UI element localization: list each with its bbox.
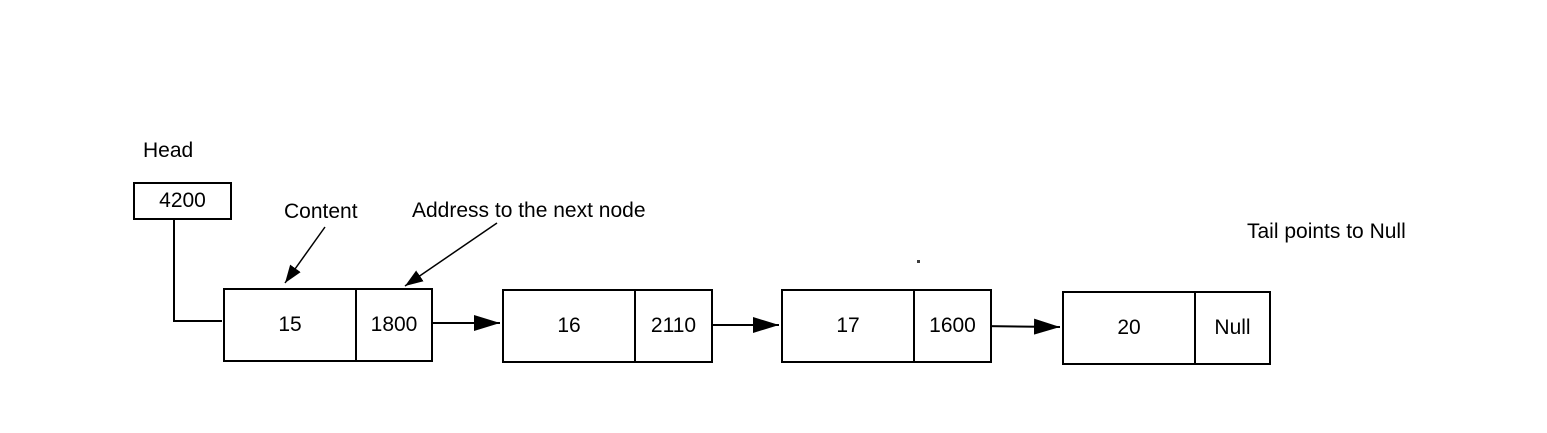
node-3: 17 1600 — [781, 289, 992, 363]
tail-points-to-null-label: Tail points to Null — [1247, 220, 1406, 243]
node-2: 16 2110 — [502, 289, 713, 363]
node-1-next-cell: 1800 — [370, 313, 418, 336]
head-address-value: 4200 — [159, 189, 206, 212]
node-4-content-cell: 20 — [1064, 293, 1196, 363]
content-label: Content — [284, 200, 358, 223]
node-3-content-cell: 17 — [783, 291, 915, 361]
address-pointer-arrow — [404, 222, 498, 287]
stray-dot-artifact — [917, 260, 920, 263]
head-address-box: 4200 — [133, 182, 232, 220]
node-2-next-cell: 2110 — [650, 314, 697, 337]
head-label: Head — [143, 139, 194, 162]
node-3-next-cell: 1600 — [929, 314, 976, 337]
node-4: 20 Null — [1062, 291, 1271, 365]
node-2-content-cell: 16 — [504, 291, 636, 361]
head-connector-line — [173, 220, 222, 322]
content-pointer-arrow — [284, 226, 326, 284]
next-pointer-arrow-3 — [979, 318, 1061, 335]
node-1: 15 1800 — [223, 288, 433, 362]
node-4-next-cell: Null — [1214, 316, 1251, 339]
node-1-content-cell: 15 — [225, 290, 357, 360]
address-next-node-label: Address to the next node — [412, 199, 646, 222]
